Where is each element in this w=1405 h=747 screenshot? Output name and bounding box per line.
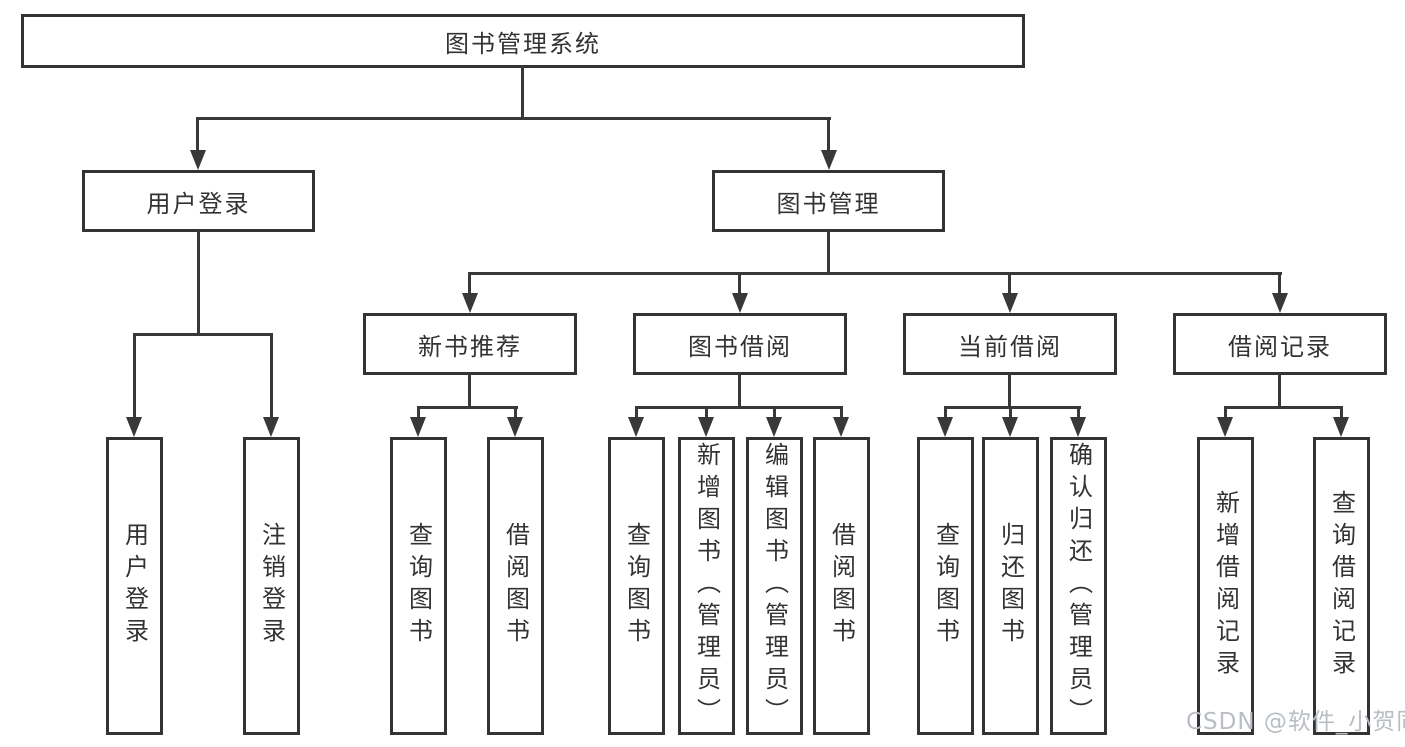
connector-line [635,406,843,409]
node-label: 图书借阅 [688,332,792,361]
arrow-down-icon [1272,293,1288,313]
arrow-down-icon [732,293,748,313]
node-label: 当前借阅 [958,332,1062,361]
connector-line [1224,406,1227,417]
node-label: 查询图书 [622,522,651,650]
node-label: 确认归还（管理员） [1064,442,1093,730]
arrow-down-icon [937,417,953,437]
leaf-add-book-admin: 新增图书（管理员） [678,437,735,735]
node-label: 用户登录 [146,189,251,218]
node-user-login: 用户登录 [82,170,315,232]
connector-line [944,406,947,417]
leaf-edit-book-admin: 编辑图书（管理员） [746,437,803,735]
node-book-management: 图书管理 [712,170,945,232]
connector-line [514,406,517,417]
node-label: 新增图书（管理员） [692,442,721,730]
arrow-down-icon [462,293,478,313]
leaf-query-books: 查询图书 [917,437,974,735]
arrow-down-icon [698,417,714,437]
leaf-query-borrow-record: 查询借阅记录 [1313,437,1370,735]
arrow-down-icon [1002,417,1018,437]
arrow-down-icon [1333,417,1349,437]
arrow-down-icon [833,417,849,437]
arrow-down-icon [1217,417,1233,437]
connector-line [197,230,200,336]
node-label: 查询借阅记录 [1327,490,1356,682]
arrow-down-icon [1070,417,1086,437]
connector-line [738,272,741,293]
node-label: 编辑图书（管理员） [760,442,789,730]
node-label: 注销登录 [257,522,286,650]
connector-line [635,406,638,417]
leaf-user-login: 用户登录 [106,437,163,735]
connector-line [1278,373,1281,409]
arrow-down-icon [766,417,782,437]
leaf-add-borrow-record: 新增借阅记录 [1197,437,1254,735]
connector-line [417,406,420,417]
connector-line [1224,406,1343,409]
node-label: 归还图书 [996,522,1025,650]
node-label: 新书推荐 [418,332,522,361]
connector-line [827,117,830,151]
node-label: 借阅图书 [827,522,856,650]
connector-line [738,373,741,409]
arrow-down-icon [263,417,279,437]
connector-line [133,333,273,336]
node-book-borrow: 图书借阅 [633,313,847,375]
leaf-query-books: 查询图书 [608,437,665,735]
connector-line [133,333,136,417]
connector-line [521,66,524,118]
connector-line [1077,406,1080,417]
leaf-confirm-return-admin: 确认归还（管理员） [1050,437,1107,735]
connector-line [468,272,1282,275]
node-label: 用户登录 [120,522,149,650]
arrow-down-icon [1002,293,1018,313]
node-borrow-records: 借阅记录 [1173,313,1387,375]
connector-line [1009,406,1012,417]
connector-line [270,333,273,417]
connector-line [840,406,843,417]
connector-line [1008,373,1011,409]
node-label: 借阅图书 [501,522,530,650]
connector-line [773,406,776,417]
node-root-library-system: 图书管理系统 [21,14,1025,68]
leaf-logout: 注销登录 [243,437,300,735]
connector-line [944,406,1081,409]
connector-line [1278,272,1281,293]
leaf-query-books: 查询图书 [390,437,447,735]
connector-line [196,117,831,120]
csdn-watermark: CSDN @软件_小贺同学 [1186,709,1405,735]
node-label: 借阅记录 [1228,332,1332,361]
node-label: 图书管理系统 [445,29,601,58]
arrow-down-icon [410,417,426,437]
arrow-down-icon [190,150,206,170]
connector-line [1008,272,1011,293]
arrow-down-icon [821,150,837,170]
leaf-borrow-books: 借阅图书 [813,437,870,735]
connector-line [468,272,471,293]
node-label: 查询图书 [931,522,960,650]
node-new-book-recommend: 新书推荐 [363,313,577,375]
leaf-borrow-books: 借阅图书 [487,437,544,735]
arrow-down-icon [507,417,523,437]
connector-line [468,373,471,409]
node-current-borrow: 当前借阅 [903,313,1117,375]
node-label: 新增借阅记录 [1211,490,1240,682]
node-label: 图书管理 [776,189,881,218]
arrow-down-icon [126,417,142,437]
connector-line [196,117,199,151]
connector-line [827,230,830,275]
node-label: 查询图书 [404,522,433,650]
connector-line [1340,406,1343,417]
leaf-return-books: 归还图书 [982,437,1039,735]
arrow-down-icon [628,417,644,437]
connector-line [705,406,708,417]
connector-line [417,406,518,409]
